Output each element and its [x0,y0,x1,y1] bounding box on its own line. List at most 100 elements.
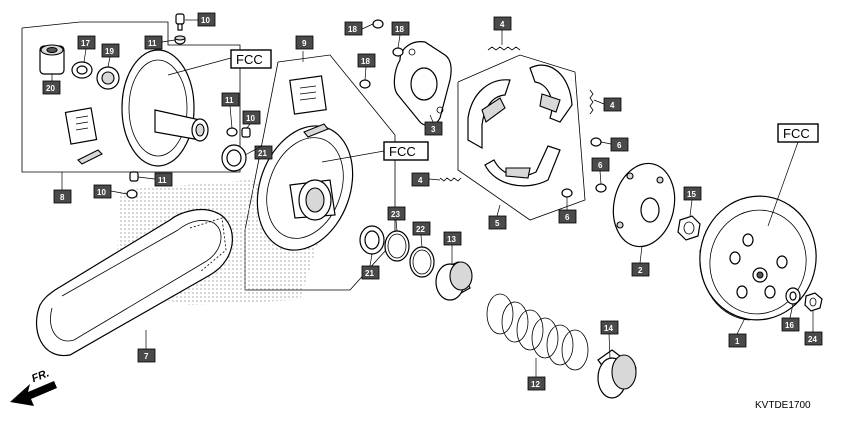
callout-12: 12 [527,376,546,391]
callout-13: 13 [443,231,462,246]
part-23-ring [384,230,410,262]
callout-23: 23 [387,206,406,221]
clutch-frame [457,54,586,221]
part-20-bushing [39,44,65,75]
part-12-spring [486,293,589,371]
svg-text:24: 24 [808,335,817,344]
svg-text:1: 1 [735,337,740,346]
part-21-seal-top [221,144,247,172]
part-24-nut [804,292,823,312]
part-2-clutch-plate [612,162,676,248]
callout-11: 11 [221,92,240,107]
svg-text:15: 15 [687,190,696,199]
part-13-collar [435,261,473,301]
svg-text:4: 4 [500,20,505,29]
callout-21: 21 [254,145,273,160]
part-5-clutch-shoes [467,64,573,187]
svg-text:13: 13 [447,235,456,244]
part-3-plate [393,41,452,127]
svg-text:4: 4 [418,176,423,185]
svg-text:12: 12 [531,380,540,389]
callout-19: 19 [101,43,120,58]
part-11-nut-top [174,35,186,45]
svg-text:19: 19 [105,47,114,56]
svg-text:17: 17 [81,39,90,48]
callout-11: 11 [144,35,163,50]
svg-text:18: 18 [395,25,404,34]
part-22-ring [409,246,435,278]
svg-text:5: 5 [495,219,500,228]
callout-18: 18 [344,21,363,36]
callout-8: 8 [53,189,72,204]
callout-14: 14 [600,320,619,335]
driven-pulley [256,75,354,251]
part-19-bearing [96,66,120,90]
callout-22: 22 [412,221,431,236]
callout-18: 18 [357,53,376,68]
svg-text:6: 6 [617,141,622,150]
callout-7: 7 [137,348,156,363]
part-7-drive-belt [35,208,233,357]
part-11-10-mid [226,127,251,138]
front-direction-arrow [10,381,57,406]
callout-16: 16 [781,317,800,332]
callout-3: 3 [424,121,443,136]
callout-18: 18 [391,21,410,36]
callout-4: 4 [603,97,622,112]
callout-4: 4 [411,172,430,187]
fcc-label-3: FCC [777,123,819,143]
part-10-bolt-top [175,13,185,31]
svg-text:10: 10 [246,114,255,123]
group-frame-8 [21,21,241,173]
part-1-clutch-outer [699,195,817,321]
svg-text:4: 4 [610,101,615,110]
svg-text:11: 11 [148,39,157,48]
callout-1: 1 [728,333,747,348]
svg-text:20: 20 [46,84,55,93]
callout-10: 10 [93,184,112,199]
part-6-nuts [561,137,607,198]
fcc-label-2: FCC [383,141,429,161]
svg-text:23: 23 [391,210,400,219]
callout-5: 5 [488,215,507,230]
callout-11: 11 [154,172,173,187]
svg-text:FCC: FCC [236,52,263,67]
callout-10: 10 [242,110,261,125]
callout-10: 10 [197,12,216,27]
callout-17: 17 [77,35,96,50]
svg-text:21: 21 [365,269,374,278]
svg-text:10: 10 [97,188,106,197]
part-4-springs [439,46,594,182]
svg-text:6: 6 [565,213,570,222]
svg-text:9: 9 [302,39,307,48]
callout-6: 6 [591,157,610,172]
part-17-washer [71,61,93,79]
callout-15: 15 [683,186,702,201]
svg-text:3: 3 [431,125,436,134]
svg-text:FCC: FCC [783,126,810,141]
svg-text:21: 21 [258,149,267,158]
callout-6: 6 [610,137,629,152]
svg-text:10: 10 [201,16,210,25]
svg-text:18: 18 [361,57,370,66]
svg-text:FCC: FCC [389,144,416,159]
part-21-seal-low [359,225,385,255]
part-16-washer [785,287,801,305]
svg-text:11: 11 [225,96,234,105]
callout-6: 6 [558,209,577,224]
part-10-11-lower [126,171,139,199]
callout-2: 2 [631,262,650,277]
diagram-code: KVTDE1700 [755,400,811,411]
part-18-nuts [359,19,404,89]
svg-text:2: 2 [638,266,643,275]
callout-24: 24 [804,331,823,346]
callout-21: 21 [361,265,380,280]
callout-9: 9 [295,35,314,50]
svg-text:11: 11 [158,176,167,185]
drive-face-assembly [64,49,209,167]
callout-4: 4 [493,16,512,31]
callout-leaders [51,19,814,377]
svg-text:22: 22 [416,225,425,234]
svg-text:8: 8 [60,193,65,202]
